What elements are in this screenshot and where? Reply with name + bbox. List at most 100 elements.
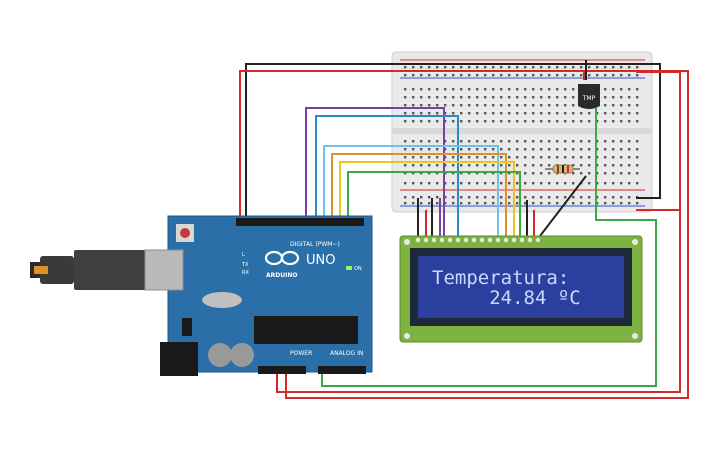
breadboard-hole bbox=[532, 66, 535, 69]
breadboard-hole bbox=[580, 156, 583, 159]
breadboard-hole bbox=[612, 66, 615, 69]
breadboard-hole bbox=[484, 156, 487, 159]
breadboard-hole bbox=[524, 66, 527, 69]
breadboard-hole bbox=[492, 156, 495, 159]
breadboard-hole bbox=[532, 74, 535, 77]
breadboard-hole bbox=[524, 104, 527, 107]
breadboard-hole bbox=[620, 182, 623, 185]
breadboard-hole bbox=[508, 196, 511, 199]
breadboard-hole bbox=[516, 96, 519, 99]
breadboard-hole bbox=[548, 202, 551, 205]
breadboard-hole bbox=[484, 148, 487, 151]
breadboard-hole bbox=[556, 148, 559, 151]
arduino-board: UNO ARDUINO DIGITAL (PWM~) POWER ANALOG … bbox=[30, 215, 373, 376]
breadboard-hole bbox=[444, 66, 447, 69]
breadboard-hole bbox=[452, 156, 455, 159]
breadboard-hole bbox=[484, 112, 487, 115]
breadboard-hole bbox=[516, 156, 519, 159]
lcd-pin bbox=[527, 237, 533, 243]
breadboard-hole bbox=[420, 182, 423, 185]
breadboard-hole bbox=[588, 182, 591, 185]
breadboard-hole bbox=[636, 164, 639, 167]
breadboard-hole bbox=[516, 148, 519, 151]
breadboard-hole bbox=[620, 74, 623, 77]
breadboard-hole bbox=[532, 140, 535, 143]
breadboard-hole bbox=[540, 66, 543, 69]
breadboard-hole bbox=[540, 112, 543, 115]
breadboard-hole bbox=[588, 74, 591, 77]
breadboard-hole bbox=[596, 112, 599, 115]
temperature-sensor: TMP bbox=[578, 84, 600, 109]
lcd-pin bbox=[487, 237, 493, 243]
analog-header bbox=[318, 366, 366, 374]
breadboard-hole bbox=[532, 156, 535, 159]
breadboard-hole bbox=[500, 112, 503, 115]
breadboard-hole bbox=[412, 120, 415, 123]
breadboard-hole bbox=[620, 112, 623, 115]
breadboard-hole bbox=[484, 164, 487, 167]
breadboard-hole bbox=[468, 66, 471, 69]
breadboard-hole bbox=[516, 182, 519, 185]
breadboard-hole bbox=[524, 182, 527, 185]
breadboard-hole bbox=[612, 120, 615, 123]
breadboard-hole bbox=[636, 88, 639, 91]
breadboard-hole bbox=[420, 172, 423, 175]
breadboard-hole bbox=[596, 196, 599, 199]
breadboard-hole bbox=[596, 148, 599, 151]
breadboard-hole bbox=[452, 112, 455, 115]
breadboard-hole bbox=[516, 112, 519, 115]
breadboard-hole bbox=[548, 196, 551, 199]
breadboard-hole bbox=[428, 196, 431, 199]
breadboard-hole bbox=[564, 88, 567, 91]
breadboard-hole bbox=[540, 74, 543, 77]
breadboard-hole bbox=[508, 96, 511, 99]
lcd-pin bbox=[471, 237, 477, 243]
breadboard-hole bbox=[516, 140, 519, 143]
lcd-line-1: Temperatura: bbox=[432, 267, 569, 289]
breadboard-hole bbox=[524, 196, 527, 199]
breadboard-hole bbox=[444, 172, 447, 175]
breadboard-hole bbox=[444, 88, 447, 91]
lcd-pin bbox=[423, 237, 429, 243]
arduino-logo-icon bbox=[264, 250, 300, 266]
breadboard-hole bbox=[540, 88, 543, 91]
breadboard-hole bbox=[524, 74, 527, 77]
breadboard-hole bbox=[604, 74, 607, 77]
breadboard-hole bbox=[436, 120, 439, 123]
lcd-module: Temperatura: 24.84 ºC bbox=[399, 235, 643, 343]
breadboard-hole bbox=[516, 66, 519, 69]
lcd-pin bbox=[511, 237, 517, 243]
breadboard-hole bbox=[556, 74, 559, 77]
wire-red-lower bbox=[276, 210, 681, 393]
breadboard-hole bbox=[636, 140, 639, 143]
breadboard-hole bbox=[524, 172, 527, 175]
sensor-label: TMP bbox=[582, 95, 596, 102]
breadboard-hole bbox=[588, 156, 591, 159]
breadboard-hole bbox=[588, 196, 591, 199]
breadboard-hole bbox=[636, 156, 639, 159]
breadboard-hole bbox=[484, 172, 487, 175]
breadboard-hole bbox=[636, 148, 639, 151]
breadboard-hole bbox=[468, 196, 471, 199]
breadboard-hole bbox=[572, 164, 575, 167]
breadboard-hole bbox=[460, 148, 463, 151]
breadboard-hole bbox=[484, 88, 487, 91]
breadboard-hole bbox=[476, 202, 479, 205]
breadboard-hole bbox=[564, 112, 567, 115]
breadboard-hole bbox=[548, 120, 551, 123]
breadboard-hole bbox=[508, 88, 511, 91]
breadboard-hole bbox=[612, 172, 615, 175]
breadboard-hole bbox=[508, 112, 511, 115]
breadboard-hole bbox=[468, 182, 471, 185]
lcd-pin bbox=[535, 237, 541, 243]
lcd-pin bbox=[439, 237, 445, 243]
lcd-pin bbox=[463, 237, 469, 243]
lcd-pin bbox=[503, 237, 509, 243]
breadboard-hole bbox=[556, 156, 559, 159]
breadboard-hole bbox=[580, 120, 583, 123]
breadboard-hole bbox=[556, 96, 559, 99]
breadboard-hole bbox=[412, 140, 415, 143]
breadboard-hole bbox=[460, 96, 463, 99]
breadboard-hole bbox=[492, 164, 495, 167]
breadboard-hole bbox=[612, 104, 615, 107]
